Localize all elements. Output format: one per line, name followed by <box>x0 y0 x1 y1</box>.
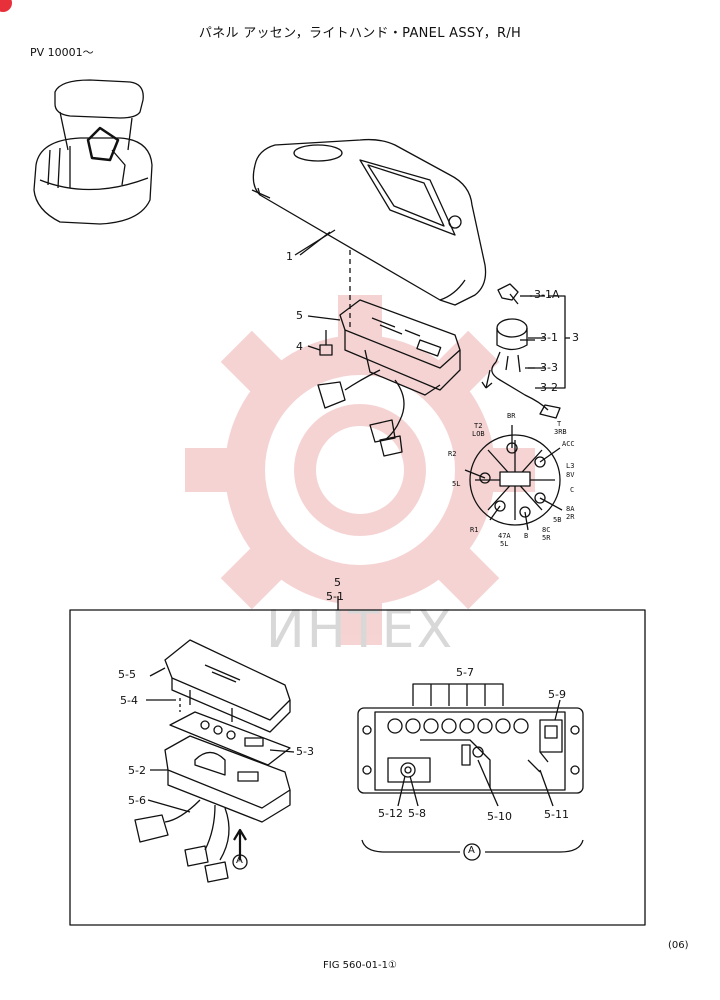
wire-label: 5L <box>500 540 509 548</box>
rear-view <box>357 683 584 861</box>
wire-label: 8A <box>566 505 575 513</box>
callout-case: 5-2 <box>128 764 146 777</box>
wire-label: R2 <box>448 450 457 458</box>
callout-relay: 5-11 <box>544 808 569 821</box>
callout-cover-detail: 5-5 <box>118 668 136 681</box>
wire-label: C <box>570 486 575 494</box>
corner-badge <box>0 0 12 12</box>
wire-label: 5L <box>452 480 461 488</box>
wire-label: 5R <box>542 534 551 542</box>
callout-group: 5 <box>334 576 341 589</box>
callout-lead: 3-3 <box>540 361 558 374</box>
page-title: パネル アッセン，ライトハンド・PANEL ASSY，R/H <box>198 26 522 41</box>
wire-label: B <box>524 532 529 540</box>
wire-label: BR <box>507 412 516 420</box>
wire-label: 8V <box>566 471 575 479</box>
callout-key: 3-1A <box>534 288 560 301</box>
wire-label: 3RB <box>554 428 567 436</box>
wire-label: T2 <box>474 422 483 430</box>
panel-cover <box>251 138 487 330</box>
switch-wiring-diagram <box>464 425 563 531</box>
callout-socket: 5-8 <box>408 807 426 820</box>
callout-switch: 3-1 <box>540 331 558 344</box>
figure-number: FIG 560-01-1① <box>323 960 397 971</box>
callout-board: 5-3 <box>296 745 314 758</box>
view-label: A <box>468 845 475 856</box>
callout-buzzer: 5-9 <box>548 688 566 701</box>
wire-label: R1 <box>470 526 479 534</box>
wire-label: 2R <box>566 513 575 521</box>
wire-label: T <box>557 420 562 428</box>
callout-bolt: 4 <box>296 340 303 353</box>
wire-label: L3 <box>566 462 575 470</box>
key-switch <box>481 283 570 419</box>
callout-cover: 1 <box>286 250 293 263</box>
wire-label: 47A <box>498 532 511 540</box>
wire-label: 5B <box>553 516 562 524</box>
wire-label: LOB <box>472 430 485 438</box>
callout-wire: 3-2 <box>540 381 558 394</box>
wire-label: ACC <box>562 440 575 448</box>
callout-harness: 5-6 <box>128 794 146 807</box>
callout-connector: 5-12 <box>378 807 403 820</box>
detail-frame <box>69 609 646 926</box>
machine-thumbnail <box>33 79 153 225</box>
callout-leds: 5-7 <box>456 666 474 679</box>
callout-panel: 5 <box>296 309 303 322</box>
serial-range: PV 10001～ <box>30 46 94 59</box>
upper-panel <box>317 299 461 457</box>
callout-group-sub: 5-1 <box>326 590 344 603</box>
page-code: (06) <box>668 940 689 951</box>
callout-screw: 5-4 <box>120 694 138 707</box>
exploded-panel <box>134 639 291 883</box>
callout-pcb: 5-10 <box>487 810 512 823</box>
view-arrow-label: A <box>236 855 243 866</box>
callout-switch-assy: 3 <box>572 331 579 344</box>
wire-label: 8C <box>542 526 551 534</box>
